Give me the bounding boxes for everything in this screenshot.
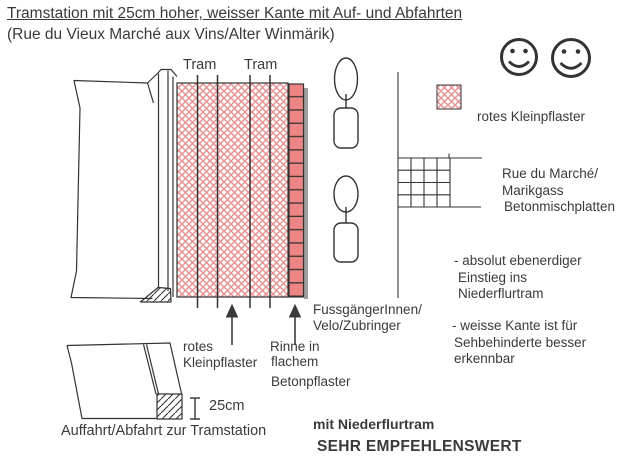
note-white-edge: - weisse Kante ist für Sehbehinderte bes…: [452, 318, 586, 368]
gutter-callout-line3: Betonpflaster: [271, 374, 351, 389]
pedestrian-lane-line2: Velo/Zubringer: [313, 318, 401, 333]
note-level-entry: - absolut ebenerdiger Einstieg ins Niede…: [454, 253, 582, 303]
tram-label-1: Tram: [183, 57, 217, 73]
gutter-callout-line2: flachem: [271, 354, 319, 369]
up-arrow-icon: [225, 303, 239, 345]
page-subtitle: (Rue du Vieux Marché aux Vins/Alter Winm…: [7, 26, 335, 43]
legend-label: rotes Kleinpflaster: [477, 109, 586, 124]
red-paving-line1: rotes: [183, 339, 214, 354]
kante-ramp-foot: [139, 286, 172, 303]
tram-label-2: Tram: [244, 57, 278, 73]
smiley-face-icon: [500, 38, 538, 76]
red-paving-line2: Kleinpflaster: [183, 354, 258, 370]
pedestrian-velo-icon: [333, 175, 359, 263]
tram-track-area: [176, 75, 289, 308]
tram-rails: [196, 75, 271, 308]
verdict-line1: mit Niederflurtram: [313, 416, 435, 432]
street-line1: Rue du Marché/: [502, 166, 599, 181]
pedestrian-lane-label: FussgängerInnen/ Velo/Zubringer: [313, 302, 422, 334]
note1-line2: Einstieg ins: [458, 269, 528, 285]
note2-line2: Sehbehinderte besser: [454, 334, 587, 350]
note2-line3: erkennbar: [454, 351, 515, 366]
dimension-label: 25cm: [209, 398, 245, 414]
verdict-line2: SEHR EMPFEHLENSWERT: [317, 438, 522, 455]
red-paving-callout: rotes Kleinpflaster: [183, 339, 257, 370]
street-line3: Betonmischplatten: [504, 199, 616, 214]
gutter-callout-line1: Rinne in: [270, 339, 320, 354]
white-kante-strip: [139, 68, 178, 303]
street-grid: [397, 72, 482, 298]
note1-line3: Niederflurtram: [458, 286, 544, 301]
note2-line1: - weisse Kante ist für: [452, 318, 578, 333]
street-line2: Marikgass: [502, 182, 564, 198]
gutter-brick-strip: [288, 83, 308, 299]
pedestrian-velo-icon: [333, 57, 359, 149]
dimension-25cm-bracket: [190, 397, 200, 420]
tram-platform: [70, 73, 158, 300]
up-arrow-icon: [288, 303, 302, 345]
smiley-face-icon: [551, 38, 591, 78]
kante-cross-section: [156, 393, 183, 420]
red-crosshatch-swatch: [436, 84, 462, 110]
page-title: Tramstation mit 25cm hoher, weisser Kant…: [7, 5, 463, 22]
note1-line1: - absolut ebenerdiger: [454, 253, 582, 268]
ramp-caption: Auffahrt/Abfahrt zur Tramstation: [61, 423, 267, 439]
pedestrian-lane-line1: FussgängerInnen/: [313, 302, 422, 317]
ramp-detail: [66, 342, 183, 420]
street-label: Rue du Marché/ Marikgass Betonmischplatt…: [502, 166, 615, 216]
shadow: [304, 88, 308, 299]
